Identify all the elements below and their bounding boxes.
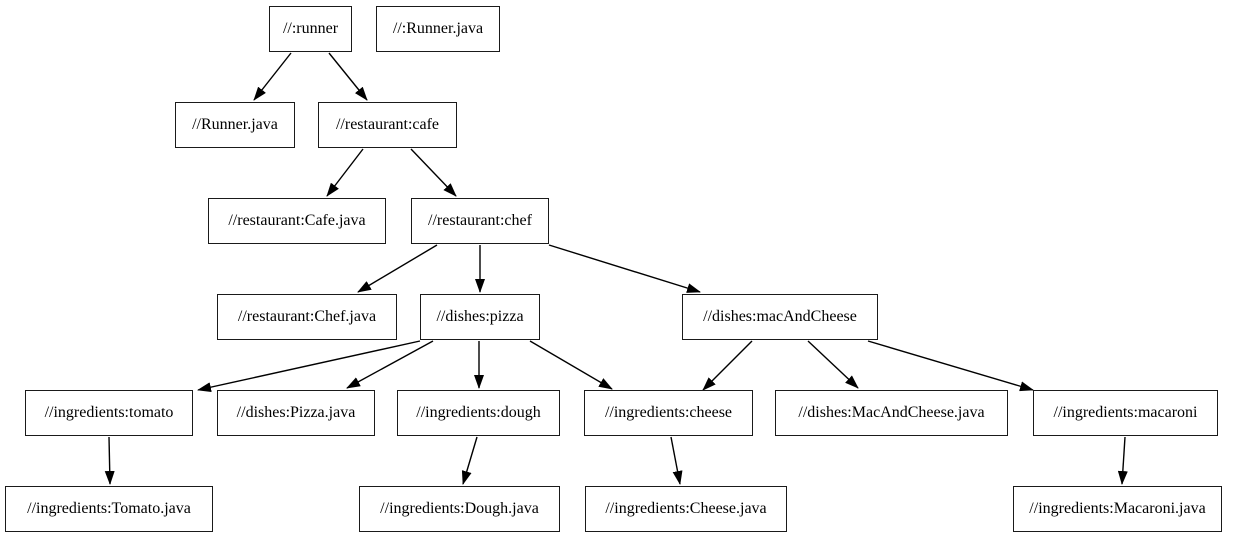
edge-pizza-to-pizza-java [346, 340, 434, 389]
edge-mac-and-cheese-to-cheese [702, 340, 753, 391]
graph-node-cafe-java: //restaurant:Cafe.java [208, 198, 386, 244]
graph-node-cafe: //restaurant:cafe [318, 102, 457, 148]
graph-node-cheese: //ingredients:cheese [584, 390, 753, 436]
graph-node-mac-and-cheese-java: //dishes:MacAndCheese.java [775, 390, 1008, 436]
edge-runner-to-cafe [328, 52, 368, 101]
graph-node-tomato: //ingredients:tomato [25, 390, 193, 436]
graph-node-runner-file: //:Runner.java [376, 6, 500, 52]
graph-node-chef: //restaurant:chef [411, 198, 549, 244]
edge-dough-to-dough-java [461, 436, 478, 485]
edge-chef-to-chef-java [357, 244, 438, 293]
graph-node-pizza: //dishes:pizza [420, 294, 540, 340]
edge-mac-and-cheese-to-mac-and-cheese-java [807, 340, 859, 389]
edge-pizza-to-cheese [529, 340, 613, 390]
edge-runner-to-runner-java [253, 52, 292, 101]
graph-node-pizza-java: //dishes:Pizza.java [217, 390, 375, 436]
edge-cheese-to-cheese-java [670, 436, 683, 485]
edge-macaroni-to-macaroni-java [1117, 436, 1128, 485]
graph-node-cheese-java: //ingredients:Cheese.java [585, 486, 787, 532]
edge-pizza-to-tomato [197, 340, 421, 393]
graph-node-macaroni: //ingredients:macaroni [1033, 390, 1218, 436]
graph-node-mac-and-cheese: //dishes:macAndCheese [682, 294, 878, 340]
graph-node-runner: //:runner [269, 6, 352, 52]
graph-node-macaroni-java: //ingredients:Macaroni.java [1013, 486, 1222, 532]
edge-mac-and-cheese-to-macaroni [867, 340, 1034, 392]
edge-tomato-to-tomato-java [104, 436, 115, 485]
graph-node-tomato-java: //ingredients:Tomato.java [5, 486, 213, 532]
edge-cafe-to-chef [410, 148, 457, 197]
edge-chef-to-mac-and-cheese [548, 244, 701, 293]
graph-node-chef-java: //restaurant:Chef.java [217, 294, 397, 340]
graph-node-runner-java: //Runner.java [175, 102, 295, 148]
graph-node-dough-java: //ingredients:Dough.java [359, 486, 560, 532]
graph-node-dough: //ingredients:dough [397, 390, 560, 436]
edge-cafe-to-cafe-java [326, 148, 364, 197]
